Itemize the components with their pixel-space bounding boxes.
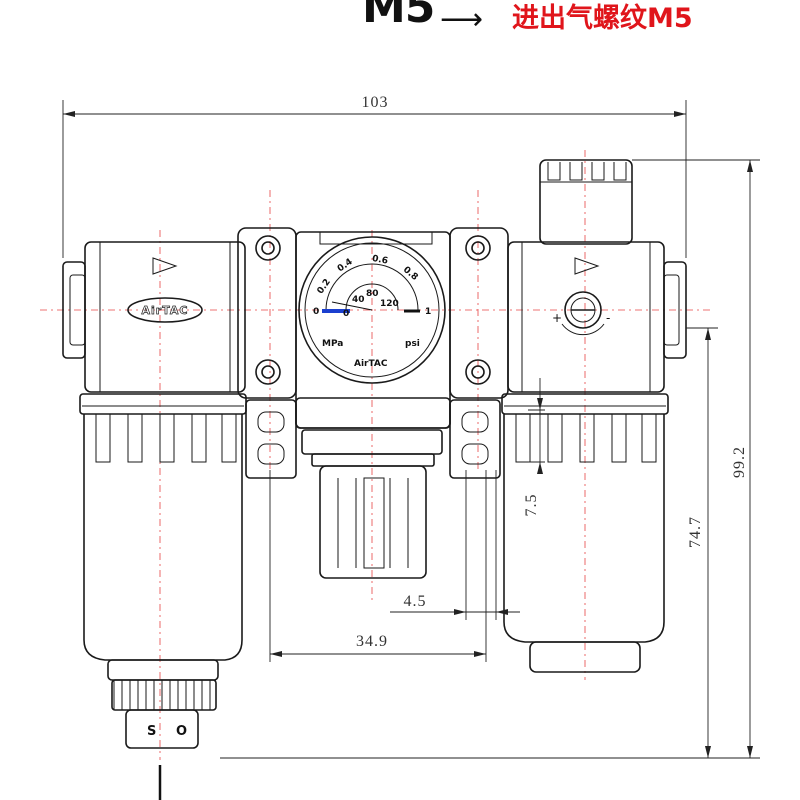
bolts — [255, 235, 491, 385]
dim-overall-width: 103 — [362, 94, 389, 111]
thread-code: M5 — [362, 0, 435, 33]
regulator-unit: 0 0.2 0.4 0.6 0.8 1 0 40 80 120 MPa psi … — [237, 227, 509, 579]
dim-center-span: 34.9 — [356, 633, 388, 650]
gauge-psi-120: 120 — [380, 299, 399, 309]
oil-fill-cap[interactable] — [539, 159, 633, 245]
gauge-psi-0: 0 — [343, 309, 349, 319]
gauge-psi-80: 80 — [366, 289, 379, 299]
gauge-mpa-0.8: 0.8 — [401, 265, 420, 283]
brand-badge — [127, 297, 203, 323]
gauge-mpa-0: 0 — [313, 307, 319, 317]
lubricator-bowl — [503, 462, 665, 643]
dim-overall-height: 99.2 — [731, 446, 748, 478]
drain-knurl — [111, 679, 217, 711]
drain-letter-o: O — [176, 724, 187, 739]
dim-offset: 7.5 — [523, 494, 540, 517]
gauge-unit-psi: psi — [405, 339, 420, 349]
svg-text:+: + — [552, 311, 562, 325]
lubricator-unit: + - — [501, 159, 687, 673]
svg-text:-: - — [606, 311, 610, 325]
pressure-gauge — [298, 236, 446, 384]
dim-gap: 4.5 — [404, 593, 427, 610]
filter-body — [84, 241, 246, 393]
flow-arrow-icon-right — [574, 257, 600, 275]
gauge-brand: AirTAC — [354, 359, 388, 369]
gauge-psi-40: 40 — [352, 295, 365, 305]
gauge-unit-mpa: MPa — [322, 339, 343, 349]
brand-text: AirTAC — [142, 304, 189, 317]
flow-arrow-icon — [152, 257, 178, 275]
title-bar: M5 ⟶ 进出气螺纹M5 — [0, 0, 800, 40]
arrow-icon: ⟶ — [440, 2, 484, 37]
drain-letter-s: S — [147, 724, 156, 739]
filter-unit: AirTAC S O — [62, 241, 247, 800]
dim-bowl-height: 74.7 — [687, 516, 704, 548]
bowl-guard-left — [83, 414, 243, 463]
gauge-mpa-1: 1 — [425, 307, 431, 317]
gauge-mpa-0.2: 0.2 — [316, 277, 333, 296]
drain-collar — [107, 659, 219, 681]
lubricator-base — [529, 641, 641, 673]
gauge-mpa-0.6: 0.6 — [371, 254, 388, 267]
dimensions: 103 99.2 74.7 7.5 4.5 34.9 — [62, 94, 760, 759]
bowl-guard-right — [503, 414, 665, 463]
gauge-mpa-0.4: 0.4 — [336, 257, 355, 274]
filter-bowl — [83, 462, 243, 661]
lubricator-body — [507, 241, 665, 393]
thread-description: 进出气螺纹M5 — [512, 3, 693, 34]
adjust-knob[interactable] — [319, 465, 427, 579]
oil-adjust-dial[interactable] — [564, 291, 602, 329]
drain-valve[interactable] — [125, 709, 199, 749]
